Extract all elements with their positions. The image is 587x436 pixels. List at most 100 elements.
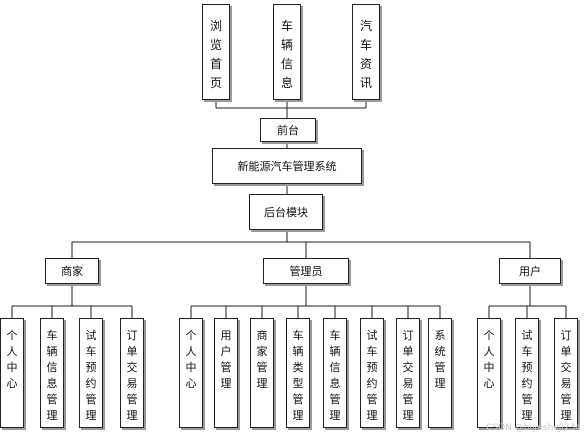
- function-box-2-4: 车辆类型管理: [286, 318, 310, 428]
- node-label: 管理员: [289, 264, 323, 278]
- node-char: 车: [292, 329, 304, 342]
- node-char: 车: [521, 345, 533, 358]
- node-label: 后台模块: [264, 205, 308, 219]
- node-char: 交: [402, 361, 414, 374]
- node-char: 览: [209, 38, 222, 52]
- node-char: 订: [560, 329, 572, 342]
- node-char: 中: [185, 361, 197, 374]
- node-char: 管: [220, 361, 232, 374]
- function-box-3-2: 试车预约管理: [515, 318, 539, 428]
- node-char: 理: [85, 409, 97, 422]
- node-char: 讯: [359, 76, 372, 90]
- node-char: 车: [329, 329, 341, 342]
- node-char: 管: [256, 361, 268, 374]
- node-char: 理: [366, 409, 378, 422]
- node-char: 订: [126, 329, 138, 342]
- node-char: 管: [366, 393, 378, 406]
- function-box-3-1: 个人中心: [477, 318, 501, 428]
- node-char: 人: [6, 345, 18, 358]
- node-char: 管: [521, 393, 533, 406]
- node-char: 统: [434, 345, 446, 358]
- node-char: 管: [434, 361, 446, 374]
- node-char: 理: [256, 377, 268, 390]
- function-box-1-2: 车辆信息管理: [40, 318, 64, 428]
- node-char: 信: [280, 57, 293, 71]
- role-box-1: 商家: [45, 258, 99, 284]
- node-char: 辆: [292, 345, 304, 358]
- node-char: 管: [46, 393, 58, 406]
- node-char: 理: [434, 377, 446, 390]
- function-box-1-4: 订单交易管理: [120, 318, 144, 428]
- node-label: 前台: [277, 123, 299, 137]
- function-box-2-1: 个人中心: [179, 318, 203, 428]
- node-char: 辆: [329, 345, 341, 358]
- function-box-2-3: 商家管理: [250, 318, 274, 428]
- node-char: 约: [521, 377, 533, 390]
- node-char: 理: [402, 409, 414, 422]
- node-char: 息: [46, 377, 58, 390]
- node-label: 新能源汽车管理系统: [237, 159, 337, 173]
- node-char: 单: [560, 345, 572, 358]
- frontend-box: 前台: [260, 118, 316, 142]
- node-char: 理: [126, 409, 138, 422]
- function-box-2-7: 订单交易管理: [396, 318, 420, 428]
- node-char: 页: [209, 76, 222, 90]
- node-char: 户: [220, 345, 232, 358]
- role-box-3: 用户: [499, 258, 561, 284]
- node-char: 易: [402, 377, 414, 390]
- node-char: 息: [329, 377, 341, 390]
- node-char: 管: [329, 393, 341, 406]
- node-char: 理: [521, 409, 533, 422]
- watermark: CSDN @biyesheji234: [486, 423, 581, 433]
- node-char: 个: [6, 329, 18, 342]
- node-char: 订: [402, 329, 414, 342]
- node-char: 心: [6, 377, 18, 390]
- function-box-2-2: 用户管理: [214, 318, 238, 428]
- node-label: 商家: [61, 264, 83, 278]
- node-char: 理: [329, 409, 341, 422]
- node-char: 信: [46, 361, 58, 374]
- node-char: 浏: [209, 19, 222, 33]
- node-char: 管: [560, 393, 572, 406]
- function-box-3-3: 订单交易管理: [554, 318, 578, 428]
- node-char: 心: [483, 377, 495, 390]
- node-char: 理: [46, 409, 58, 422]
- node-char: 人: [483, 345, 495, 358]
- node-char: 息: [280, 76, 293, 90]
- node-char: 交: [126, 361, 138, 374]
- function-box-1-3: 试车预约管理: [79, 318, 103, 428]
- node-char: 试: [521, 329, 533, 342]
- backend-box: 后台模块: [249, 194, 323, 230]
- node-char: 理: [220, 377, 232, 390]
- node-char: 约: [85, 377, 97, 390]
- node-char: 辆: [46, 345, 58, 358]
- node-label: 用户: [519, 264, 541, 278]
- node-char: 中: [483, 361, 495, 374]
- page-box-2: 车辆信息: [273, 4, 301, 100]
- node-char: 理: [292, 409, 304, 422]
- node-char: 辆: [280, 38, 293, 52]
- role-box-2: 管理员: [263, 258, 349, 284]
- node-char: 商: [256, 329, 268, 342]
- node-char: 管: [402, 393, 414, 406]
- node-char: 易: [126, 377, 138, 390]
- node-char: 中: [6, 361, 18, 374]
- node-char: 系: [434, 329, 446, 342]
- node-char: 单: [402, 345, 414, 358]
- node-char: 心: [185, 377, 197, 390]
- node-char: 用: [220, 329, 232, 342]
- node-char: 理: [560, 409, 572, 422]
- node-char: 车: [46, 329, 58, 342]
- node-char: 汽: [359, 19, 372, 33]
- node-char: 车: [366, 345, 378, 358]
- node-char: 类: [292, 361, 304, 374]
- node-char: 首: [209, 57, 222, 71]
- node-char: 型: [292, 377, 304, 390]
- node-char: 试: [366, 329, 378, 342]
- node-char: 车: [280, 19, 293, 33]
- node-char: 家: [256, 345, 268, 358]
- node-char: 车: [359, 38, 372, 52]
- node-char: 管: [292, 393, 304, 406]
- node-char: 约: [366, 377, 378, 390]
